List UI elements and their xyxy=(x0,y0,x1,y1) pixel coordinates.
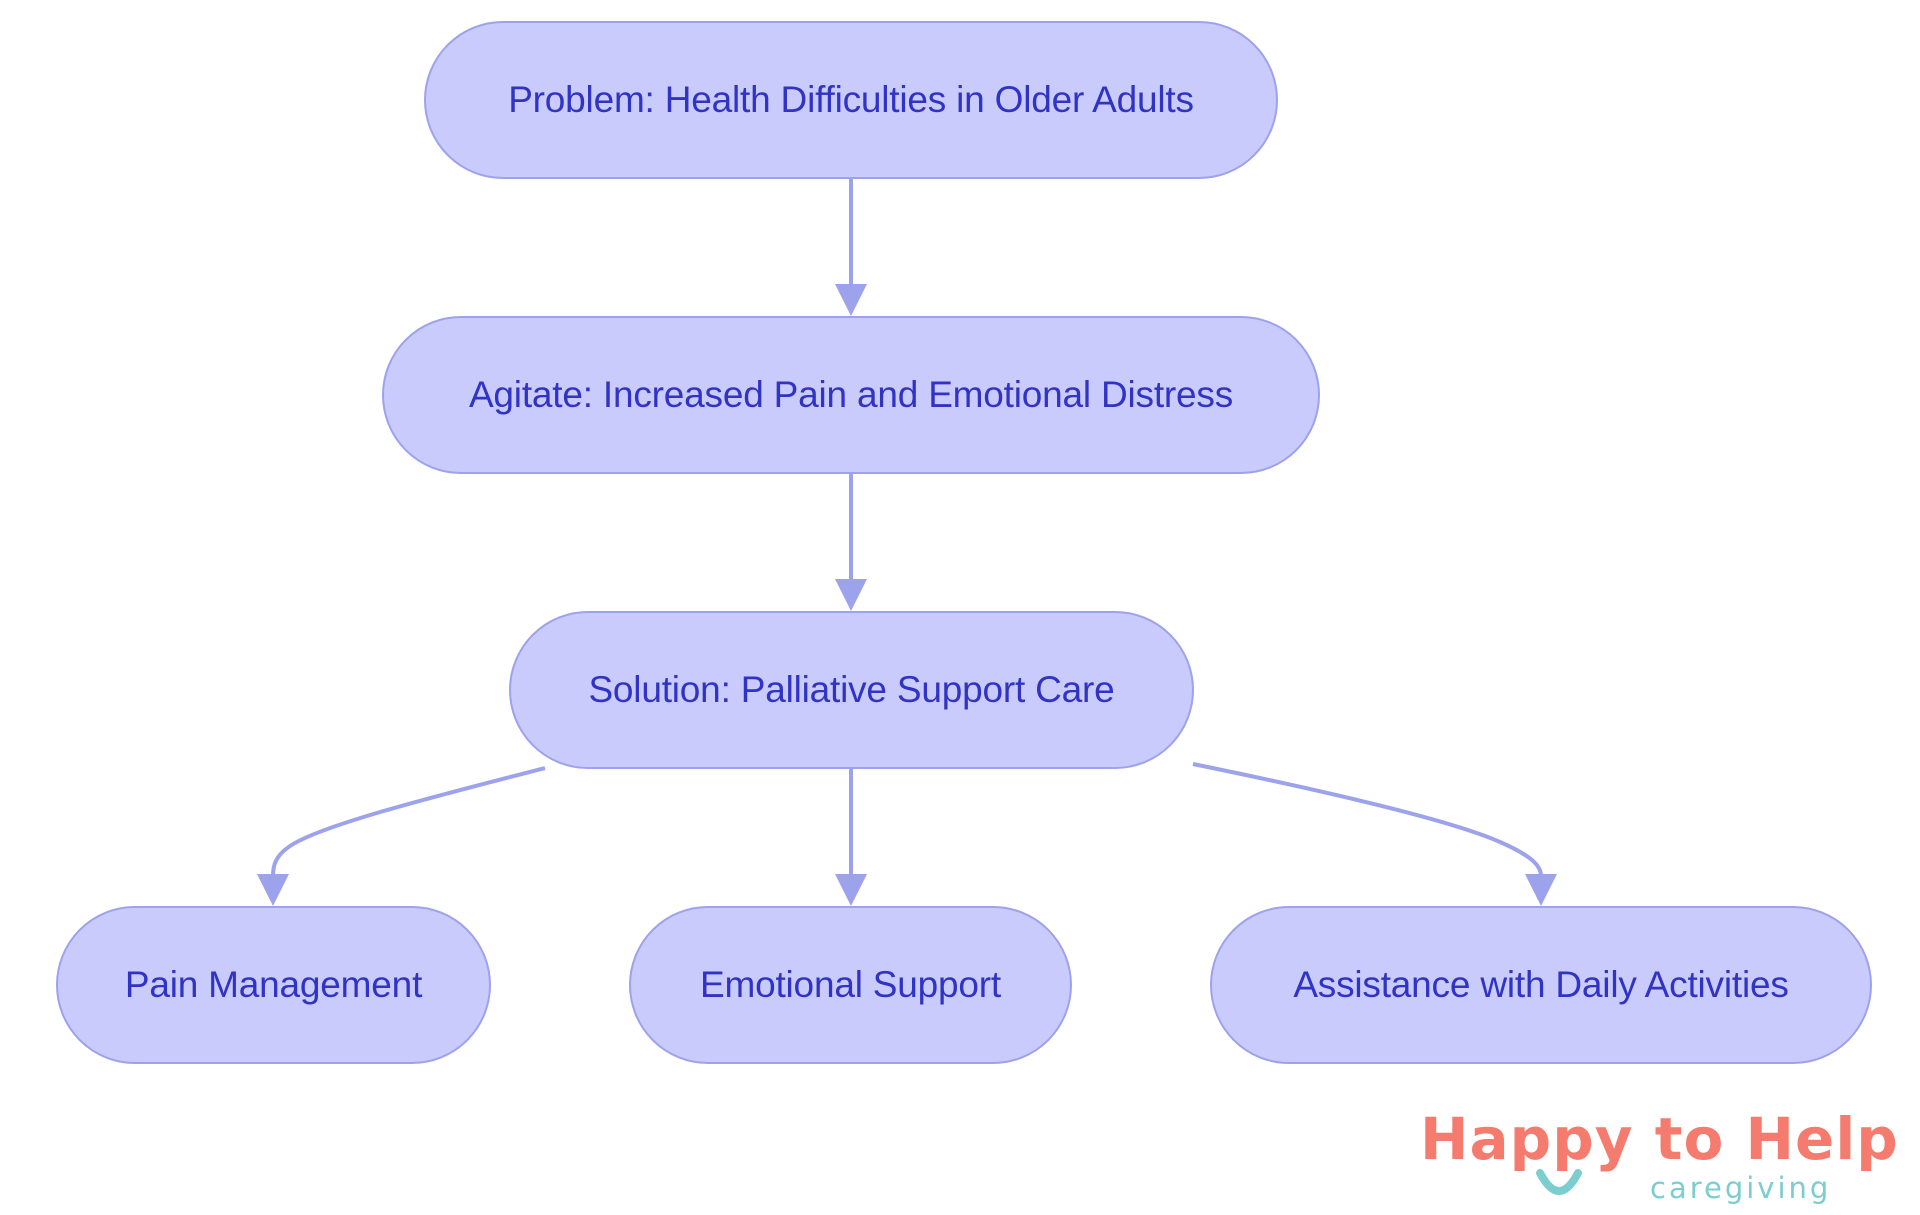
arrowhead-assistance xyxy=(1525,874,1557,906)
arrowhead-agitate xyxy=(835,284,867,316)
logo-word-to: to xyxy=(1654,1105,1725,1173)
node-assistance-label: Assistance with Daily Activities xyxy=(1293,964,1789,1005)
edge-solution-to-pain xyxy=(271,766,546,877)
edge-solution-to-assistance xyxy=(1192,762,1543,877)
node-problem-label: Problem: Health Difficulties in Older Ad… xyxy=(508,79,1194,120)
node-solution: Solution: Palliative Support Care xyxy=(509,611,1194,769)
logo-word-help: Help xyxy=(1745,1105,1899,1173)
smile-icon xyxy=(1536,1169,1582,1195)
logo-tagline: caregiving xyxy=(1650,1171,1832,1205)
node-problem: Problem: Health Difficulties in Older Ad… xyxy=(424,21,1278,179)
logo-word-happy: Happy xyxy=(1420,1105,1634,1173)
brand-logo: Happy to Help caregiving xyxy=(1420,1105,1898,1215)
arrowhead-pain xyxy=(257,874,289,906)
node-emotional-support-label: Emotional Support xyxy=(699,964,1001,1005)
node-emotional-support: Emotional Support xyxy=(629,906,1072,1064)
logo-wordmark: Happy to Help xyxy=(1420,1105,1899,1173)
node-agitate-label: Agitate: Increased Pain and Emotional Di… xyxy=(468,374,1234,415)
node-agitate: Agitate: Increased Pain and Emotional Di… xyxy=(382,316,1320,474)
node-pain-management-label: Pain Management xyxy=(124,964,423,1005)
node-pain-management: Pain Management xyxy=(56,906,491,1064)
node-assistance-daily-activities: Assistance with Daily Activities xyxy=(1210,906,1872,1064)
arrowhead-solution xyxy=(835,579,867,611)
node-solution-label: Solution: Palliative Support Care xyxy=(588,669,1115,710)
arrowhead-emotional xyxy=(835,874,867,906)
